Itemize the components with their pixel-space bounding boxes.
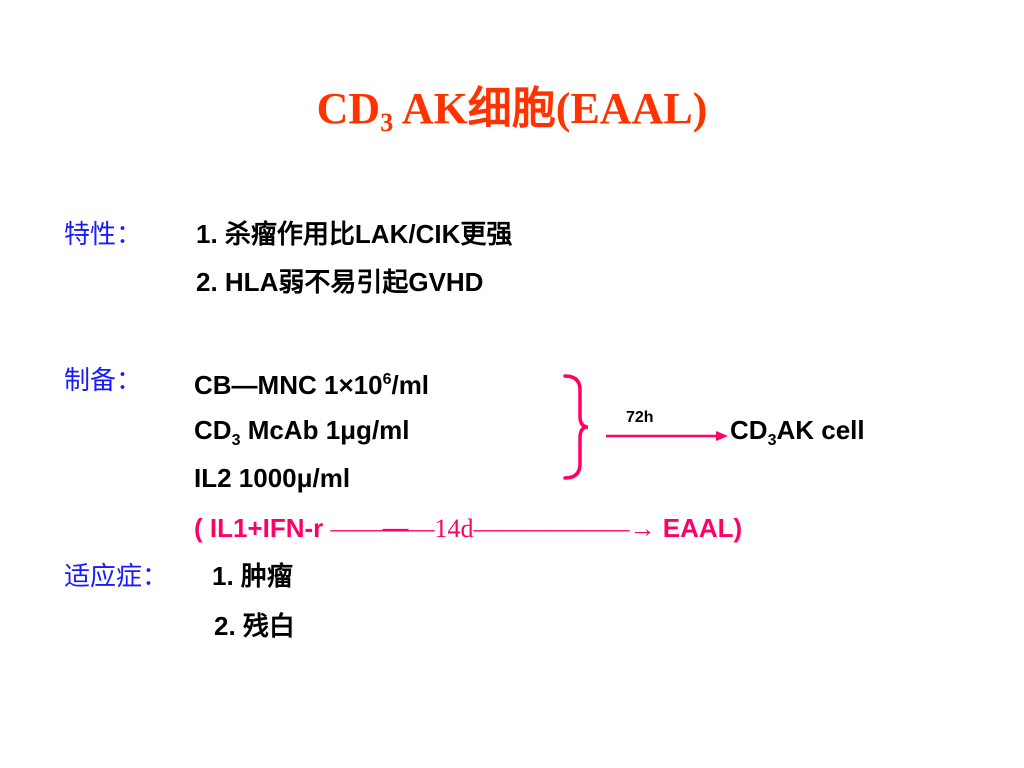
indication-item-2: 2. 残白 (214, 611, 295, 641)
right-brace-icon (563, 374, 589, 480)
prep-line-1-exponent: 6 (382, 371, 392, 388)
prep-line-2-sub: 3 (231, 432, 241, 449)
prep-line-2: CD3 McAb 1μg/ml (194, 414, 410, 457)
feature-item-2: 2. HLA弱不易引起GVHD (196, 267, 484, 297)
prep-line-4-dash: —— (330, 514, 383, 543)
features-label: 特性： (64, 219, 143, 249)
prep-line-4-b: → EAAL) (629, 513, 743, 543)
prep-line-4-duration: —14d—————— (408, 514, 630, 543)
result-cell-b: AK cell (776, 415, 865, 445)
prep-line-4: ( IL1+IFN-r ————14d——————→ EAAL) (194, 512, 742, 545)
indication-item-1: 1. 肿瘤 (212, 561, 293, 591)
preparation-label: 制备： (64, 365, 143, 395)
prep-line-1-text: CB—MNC 1×10 (194, 370, 383, 400)
prep-line-1-unit: /ml (391, 370, 430, 400)
prep-line-2-a: CD (194, 415, 232, 445)
arrow-right-icon (606, 431, 728, 441)
slide-title: CD3 AK细胞(EAAL) (0, 72, 1024, 138)
prep-line-1: CB—MNC 1×106/ml (194, 364, 429, 401)
prep-line-4-a: ( IL1+IFN-r (194, 513, 331, 543)
title-rest: AK细胞(EAAL) (393, 84, 708, 133)
title-subscript: 3 (380, 108, 394, 137)
time-label: 72h (626, 409, 654, 426)
result-cell-a: CD (730, 415, 768, 445)
result-cell: CD3AK cell (730, 414, 865, 457)
title-main: CD (316, 84, 381, 133)
result-cell-sub: 3 (767, 432, 777, 449)
prep-line-4-mid: — (382, 513, 409, 543)
indications-label: 适应症： (64, 561, 169, 591)
prep-line-3: IL2 1000μ/ml (194, 463, 351, 493)
feature-item-1: 1. 杀瘤作用比LAK/CIK更强 (196, 219, 513, 249)
prep-line-2-b: McAb 1μg/ml (240, 415, 410, 445)
